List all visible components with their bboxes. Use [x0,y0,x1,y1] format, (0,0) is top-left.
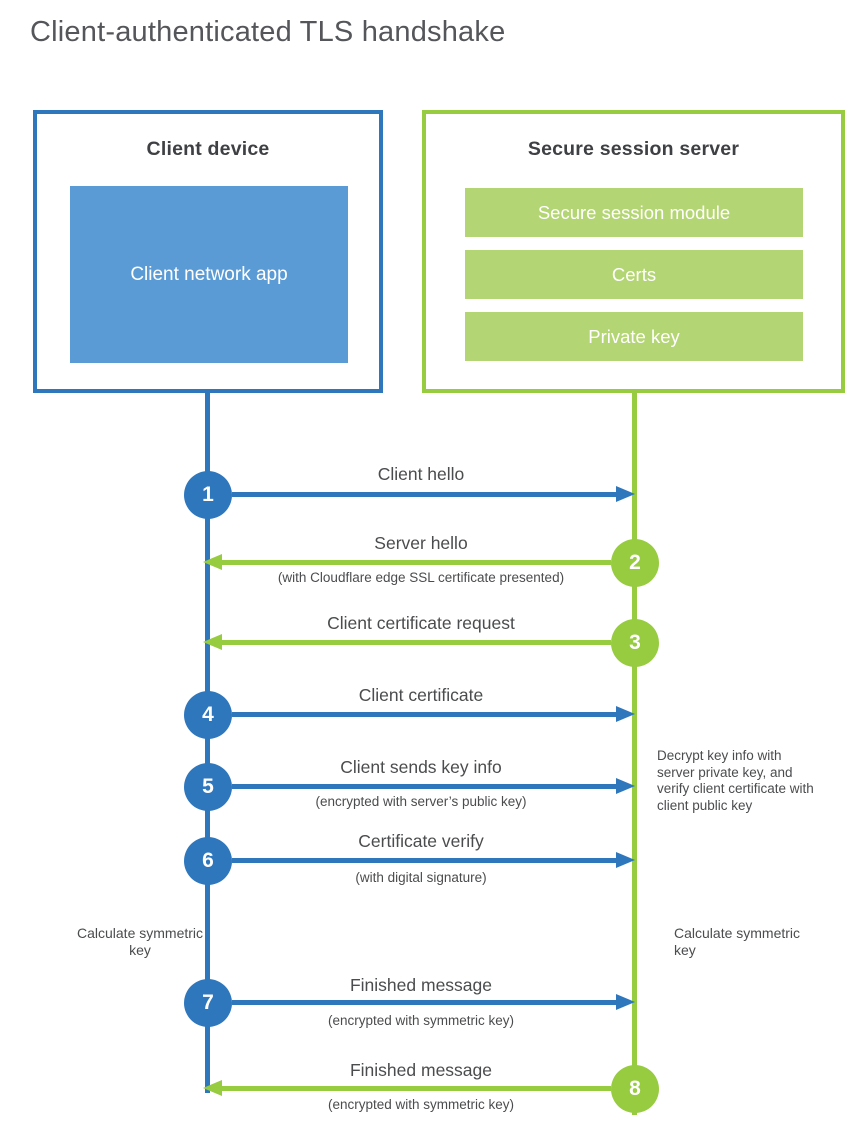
step-7-circle: 7 [184,979,232,1027]
step-1-circle: 1 [184,471,232,519]
secure-session-server-box: Secure session server Secure session mod… [422,110,845,393]
step-4-number: 4 [202,703,214,726]
step-2-sublabel: (with Cloudflare edge SSL certificate pr… [277,570,565,585]
step-2-label: Server hello [374,533,468,553]
step-6-sublabel: (with digital signature) [355,870,487,885]
server-calculate-symmetric-key-note: Calculate symmetric key [674,925,801,958]
client-lifeline [205,393,210,1093]
step-7-label: Finished message [349,975,493,995]
step-8-sublabel: (encrypted with symmetric key) [327,1097,515,1112]
server-decrypt-note: Decrypt key info with server private key… [657,748,814,813]
step-3-label: Client certificate request [327,613,515,633]
server-lifeline [632,393,637,1115]
diagram-title: Client-authenticated TLS handshake [30,16,506,48]
step-3-arrow-left [203,634,611,650]
server-module-secure-session: Secure session module [465,188,803,237]
secure-session-server-heading: Secure session server [527,138,740,160]
step-3-number: 3 [629,631,641,654]
step-5-circle: 5 [184,763,232,811]
step-3-circle: 3 [611,619,659,667]
step-1-number: 1 [202,483,214,506]
step-4-arrow-right [232,706,635,722]
client-network-app-box: Client network app [70,186,348,363]
step-4-circle: 4 [184,691,232,739]
step-5-number: 5 [202,775,214,798]
step-2-circle: 2 [611,539,659,587]
client-calculate-symmetric-key-note: Calculate symmetric key [76,925,204,958]
server-module-private-key: Private key [465,312,803,361]
client-device-box: Client device Client network app [33,110,383,393]
client-device-heading: Client device [146,138,270,160]
step-7-number: 7 [202,991,214,1014]
server-module-certs: Certs [465,250,803,299]
client-network-app-label: Client network app [130,263,288,285]
server-module-private-key-label: Private key [588,325,680,347]
step-2-arrow-left [203,554,611,570]
step-2-number: 2 [629,551,641,574]
server-module-certs-label: Certs [611,263,657,285]
step-6-circle: 6 [184,837,232,885]
step-6-number: 6 [202,849,214,872]
step-5-label: Client sends key info [340,757,502,777]
step-6-arrow-right [232,852,635,868]
step-1-label: Client hello [377,464,465,484]
server-module-secure-session-label: Secure session module [537,201,731,223]
step-8-circle: 8 [611,1065,659,1113]
step-7-sublabel: (encrypted with symmetric key) [327,1013,515,1028]
step-5-sublabel: (encrypted with server’s public key) [315,794,527,809]
step-5-arrow-right [232,778,635,794]
step-1-arrow-right [232,486,635,502]
step-8-number: 8 [629,1077,641,1100]
step-8-arrow-left [203,1080,611,1096]
step-8-label: Finished message [349,1060,493,1080]
step-6-label: Certificate verify [358,831,484,851]
step-4-label: Client certificate [358,685,484,705]
step-7-arrow-right [232,994,635,1010]
